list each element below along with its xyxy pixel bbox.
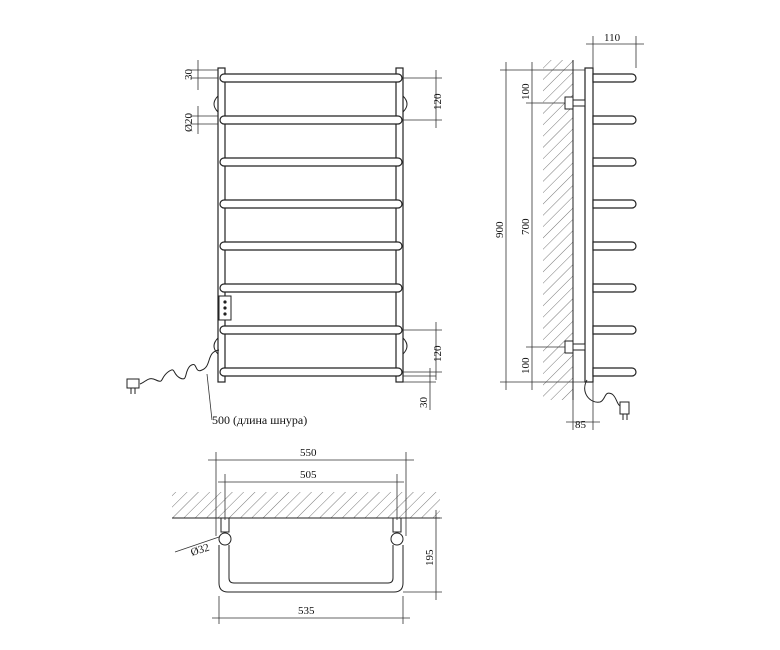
mount-hub	[218, 532, 232, 546]
top-total-width-dim: 550	[300, 447, 317, 459]
wall-mount	[220, 517, 230, 533]
mount-bracket	[213, 95, 219, 113]
front-bottom-spacing-dim: 120	[432, 345, 444, 362]
mount-hub	[390, 532, 404, 546]
side-rail	[584, 67, 594, 383]
plug-icon	[619, 401, 630, 415]
side-rung	[592, 367, 637, 377]
side-rung	[592, 73, 637, 83]
top-view-frame	[218, 545, 404, 593]
left-side-rail	[217, 67, 226, 383]
front-top-offset-dim: 30	[183, 69, 195, 81]
right-side-rail	[395, 67, 404, 383]
side-rung	[592, 283, 637, 293]
side-height-dim: 900	[494, 221, 506, 238]
rung	[219, 115, 403, 125]
side-rungs	[592, 73, 637, 377]
side-rung	[592, 241, 637, 251]
wall-mount	[572, 343, 586, 351]
mount-diameter-dim: Ø32	[189, 542, 211, 559]
side-bottom-offset-dim: 100	[520, 357, 532, 374]
front-view: 500 (длина шнура) 30 Ø20 120 120 30	[126, 60, 444, 427]
front-top-spacing-dim: 120	[432, 93, 444, 110]
rung	[219, 199, 403, 209]
side-depth-dim: 110	[604, 32, 621, 44]
rung	[219, 73, 403, 83]
side-rung	[592, 325, 637, 335]
top-bottom-width-dim: 535	[298, 605, 315, 617]
top-view: 550 505 535 195 Ø32	[172, 447, 442, 624]
top-projection-dim: 195	[424, 549, 436, 566]
side-top-offset-dim: 100	[520, 83, 532, 100]
wall-mount	[564, 96, 574, 110]
side-rung	[592, 157, 637, 167]
rung	[219, 283, 403, 293]
control-indicator	[223, 312, 227, 316]
cord-length-label: 500 (длина шнура)	[212, 413, 307, 427]
wall-mount	[564, 340, 574, 354]
plug-icon	[126, 378, 140, 389]
front-bottom-offset-dim: 30	[418, 397, 430, 409]
mount-bracket	[402, 95, 408, 113]
front-rungs	[219, 73, 403, 377]
wall-section	[172, 492, 440, 518]
tube-diameter-dim: Ø20	[183, 113, 195, 132]
mount-bracket	[402, 337, 408, 355]
rung	[219, 157, 403, 167]
control-indicator	[223, 300, 227, 304]
side-rung	[592, 115, 637, 125]
top-mount-width-dim: 505	[300, 469, 317, 481]
mount-bracket	[213, 337, 219, 355]
rung	[219, 325, 403, 335]
control-indicator	[223, 306, 227, 310]
side-view: 110 900 700 100 100 85	[494, 32, 644, 431]
power-cord	[139, 349, 220, 385]
wall-mount	[572, 99, 586, 107]
side-mount-height-dim: 700	[520, 218, 532, 235]
rung	[219, 241, 403, 251]
side-bottom-depth-dim: 85	[575, 419, 587, 431]
power-cord	[584, 379, 625, 407]
side-rung	[592, 199, 637, 209]
wall-mount	[392, 517, 402, 533]
rung	[219, 367, 403, 377]
